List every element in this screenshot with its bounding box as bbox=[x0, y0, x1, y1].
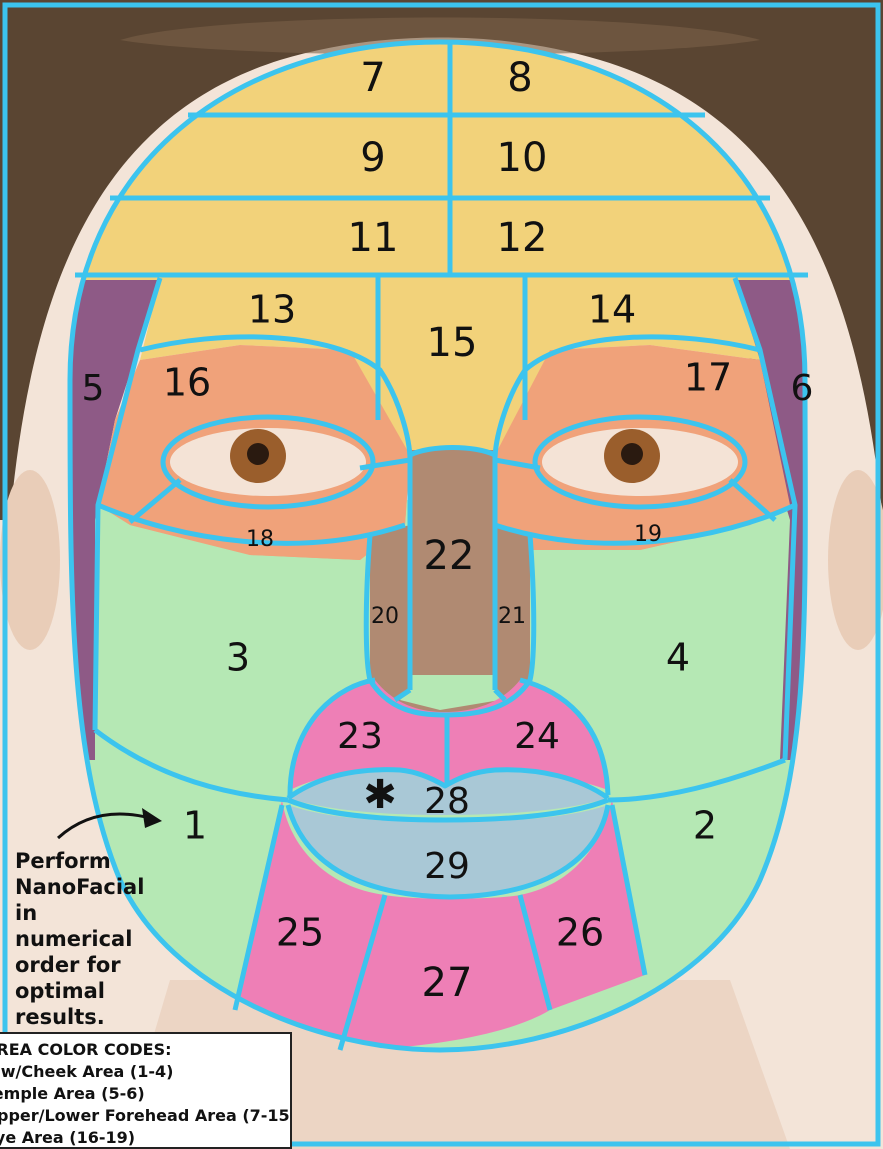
legend-item: Eye Area (16-19) bbox=[0, 1127, 290, 1149]
zone-label-1: 1 bbox=[183, 804, 207, 848]
zone-label-29: 29 bbox=[424, 846, 470, 887]
zone-label-26: 26 bbox=[556, 911, 604, 955]
note-line: NanoFacial bbox=[15, 874, 145, 900]
zone-label-6: 6 bbox=[791, 368, 814, 409]
zone-fill-15 bbox=[378, 280, 525, 455]
zone-label-9: 9 bbox=[360, 135, 385, 181]
zone-label-11: 11 bbox=[348, 215, 399, 261]
zone-label-25: 25 bbox=[276, 911, 324, 955]
note-line: order for bbox=[15, 952, 145, 978]
eye-left-pupil bbox=[247, 443, 269, 465]
note-line: in numerical bbox=[15, 900, 145, 952]
zone-label-15: 15 bbox=[427, 320, 478, 366]
zone-label-7: 7 bbox=[360, 55, 385, 101]
instruction-note: Perform NanoFacial in numerical order fo… bbox=[15, 848, 145, 1030]
zone-label-28: 28 bbox=[424, 781, 470, 822]
legend-item: Jaw/Cheek Area (1-4) bbox=[0, 1061, 290, 1083]
zone-label-4: 4 bbox=[666, 636, 690, 680]
zone-label-16: 16 bbox=[163, 361, 211, 405]
zone-label-14: 14 bbox=[588, 288, 636, 332]
zone-label-13: 13 bbox=[248, 288, 296, 332]
note-line: results. bbox=[15, 1004, 145, 1030]
zone-label-23: 23 bbox=[337, 716, 383, 757]
zone-label-20: 20 bbox=[371, 604, 399, 629]
zone-label-12: 12 bbox=[497, 215, 548, 261]
asterisk-marker: ✱ bbox=[363, 772, 397, 818]
zone-label-18: 18 bbox=[246, 527, 274, 552]
zone-label-19: 19 bbox=[634, 522, 662, 547]
zone-label-17: 17 bbox=[684, 356, 732, 400]
color-code-legend: AREA COLOR CODES: Jaw/Cheek Area (1-4) T… bbox=[0, 1032, 292, 1149]
zone-label-21: 21 bbox=[498, 604, 526, 629]
zone-label-27: 27 bbox=[422, 960, 473, 1006]
zone-label-5: 5 bbox=[82, 368, 105, 409]
legend-item: Temple Area (5-6) bbox=[0, 1083, 290, 1105]
zone-label-10: 10 bbox=[497, 135, 548, 181]
eye-right-pupil bbox=[621, 443, 643, 465]
legend-title: AREA COLOR CODES: bbox=[0, 1039, 290, 1061]
zone-label-3: 3 bbox=[226, 636, 250, 680]
zone-label-24: 24 bbox=[514, 716, 560, 757]
zone-label-2: 2 bbox=[693, 804, 717, 848]
legend-item: Upper/Lower Forehead Area (7-15) bbox=[0, 1105, 290, 1127]
zone-label-8: 8 bbox=[507, 55, 532, 101]
note-line: Perform bbox=[15, 848, 145, 874]
note-line: optimal bbox=[15, 978, 145, 1004]
zone-label-22: 22 bbox=[424, 533, 475, 579]
ear-left bbox=[0, 470, 60, 650]
